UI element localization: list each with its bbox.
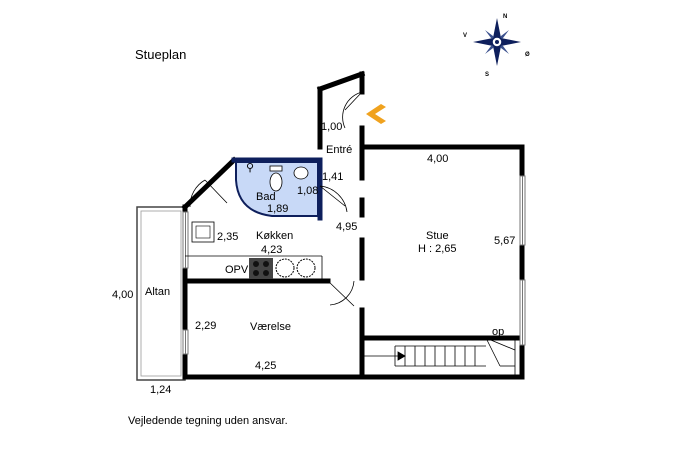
plan-title: Stueplan — [135, 47, 186, 62]
fan-icon — [275, 258, 295, 278]
stue-width: 4,00 — [427, 153, 448, 165]
bathroom: ⚲ — [235, 161, 319, 217]
compass-north: N — [503, 14, 507, 20]
kitchen-counter — [185, 221, 323, 281]
toilet-icon — [269, 172, 283, 192]
kokken-label: Køkken — [256, 230, 293, 242]
entrance-arrow-icon — [366, 104, 386, 124]
bad-dim2: 1,41 — [322, 171, 343, 183]
walls — [181, 70, 525, 380]
stue-depth: 5,67 — [494, 235, 515, 247]
vaerelse-depth: 2,29 — [195, 320, 216, 332]
kokken-width: 4,23 — [261, 244, 282, 256]
kokken-appliance: OPV — [225, 264, 249, 276]
altan-label: Altan — [145, 286, 170, 298]
stairs — [362, 337, 516, 375]
altan-length: 4,00 — [112, 289, 133, 301]
compass-west: V — [463, 33, 467, 39]
entre-label: Entré — [326, 144, 352, 156]
kitchen-sink-icon — [195, 225, 211, 239]
windows — [182, 175, 526, 355]
kokken-depth: 2,35 — [217, 231, 238, 243]
vaerelse-width: 4,25 — [255, 360, 276, 372]
doors — [189, 91, 363, 307]
bad-dim1: 1,08 — [297, 185, 318, 197]
altan-width: 1,24 — [150, 384, 171, 396]
fan-icon — [296, 258, 316, 278]
disclaimer: Vejledende tegning uden ansvar. — [128, 415, 288, 427]
washer-icon: ⚲ — [246, 162, 254, 174]
stue-height: H : 2,65 — [418, 243, 457, 255]
stairs-arrow-icon — [397, 351, 406, 361]
compass-east: Ø — [525, 52, 530, 58]
stue-label: Stue — [426, 230, 449, 242]
vaerelse-label: Værelse — [250, 321, 291, 333]
bad-area: 1,89 — [267, 203, 288, 215]
compass-south: S — [485, 72, 489, 78]
entre-dim: 1,00 — [321, 121, 342, 133]
stove-icon — [249, 258, 273, 279]
compass-icon: N S V Ø — [463, 14, 530, 78]
stairs-label: op — [492, 326, 504, 338]
sink-icon — [293, 166, 309, 180]
stue-dim-left: 4,95 — [336, 221, 357, 233]
bad-label: Bad — [256, 191, 276, 203]
